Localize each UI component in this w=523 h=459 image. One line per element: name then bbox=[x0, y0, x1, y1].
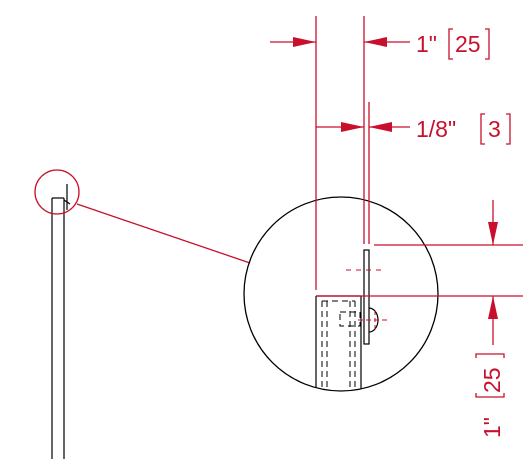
arrowhead bbox=[488, 222, 498, 245]
overview-callout-circle bbox=[34, 169, 80, 215]
arrowhead bbox=[369, 122, 392, 132]
detail-hidden-lines bbox=[321, 300, 361, 391]
metric-bracket bbox=[480, 113, 485, 145]
dimension-gap-width bbox=[316, 102, 511, 244]
hinge-plate bbox=[363, 249, 370, 345]
arrowhead bbox=[488, 296, 498, 319]
dimension-vertical bbox=[316, 200, 523, 398]
metric-bracket bbox=[475, 393, 505, 398]
dim-gap-imperial: 1/8" bbox=[416, 116, 456, 142]
dimension-top-width bbox=[270, 16, 490, 290]
arrowhead bbox=[341, 122, 364, 132]
dim-top-imperial: 1" bbox=[416, 31, 437, 57]
dim-gap-metric: 3 bbox=[488, 116, 501, 142]
metric-bracket bbox=[475, 353, 505, 358]
arrowhead bbox=[364, 37, 387, 47]
arrowhead bbox=[293, 37, 316, 47]
overview-post bbox=[51, 184, 71, 459]
detail-contents bbox=[315, 249, 388, 391]
overview-hinge-mark bbox=[63, 199, 71, 205]
callout-leader-line bbox=[76, 203, 251, 264]
metric-bracket bbox=[506, 113, 511, 145]
metric-bracket bbox=[485, 28, 490, 60]
dim-vertical-metric: 25 bbox=[479, 367, 505, 393]
metric-bracket bbox=[448, 28, 453, 60]
dim-vertical-imperial: 1" bbox=[479, 417, 505, 438]
detail-circle bbox=[243, 196, 439, 392]
hidden-fastener-box bbox=[339, 311, 361, 327]
dim-top-metric: 25 bbox=[455, 31, 481, 57]
